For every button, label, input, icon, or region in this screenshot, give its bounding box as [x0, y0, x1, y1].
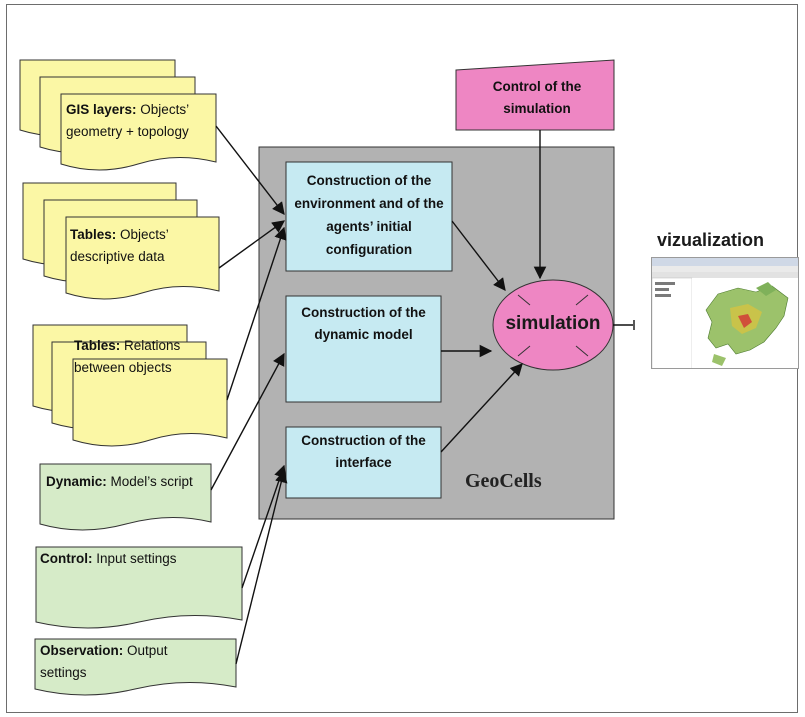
construction-env-box: [285, 161, 453, 272]
arrow-iface-to-simulation: [440, 363, 523, 453]
arrow-dynamic-to-dyn: [210, 352, 285, 491]
construction-dyn-box: [285, 295, 442, 403]
control-simulation-box: [455, 59, 615, 131]
tables-relations-label: Tables: Relations between objects: [74, 338, 181, 375]
construction-iface-box: [285, 426, 442, 499]
construction-env-label: Construction of the environment and of t…: [294, 173, 444, 257]
control-label: Control: Input settings: [40, 551, 177, 566]
simulation-label: simulation: [505, 313, 601, 334]
dynamic-label: Dynamic: Model’s script: [46, 474, 193, 489]
vizualization-title: vizualization: [657, 230, 765, 250]
tables-descriptive-label: Tables: Objects’ descriptive data: [70, 227, 169, 264]
geocells-label: GeoCells: [465, 470, 542, 492]
arrow-observation-to-iface: [235, 469, 288, 665]
dynamic-doc: [39, 463, 212, 531]
tables-descriptive-doc-stack: [22, 182, 220, 300]
arrow-gis-to-env: [215, 125, 285, 215]
tables-relations-doc-stack: [32, 324, 228, 447]
gis-layers-doc-stack: [19, 59, 217, 171]
arrows: [210, 125, 635, 665]
arrow-relations-to-env: [226, 226, 287, 401]
arrow-tables-to-env: [218, 220, 286, 269]
arrow-control-to-iface: [241, 464, 287, 589]
arrow-env-to-simulation: [451, 220, 506, 291]
observation-label: Observation: Output settings: [40, 643, 168, 680]
simulation-ticks: [517, 294, 589, 357]
control-doc: [35, 546, 243, 629]
map-thumbnail-icon: [651, 257, 799, 369]
observation-doc: [34, 638, 237, 696]
gis-layers-label: GIS layers: Objects’ geometry + topology: [66, 102, 190, 139]
